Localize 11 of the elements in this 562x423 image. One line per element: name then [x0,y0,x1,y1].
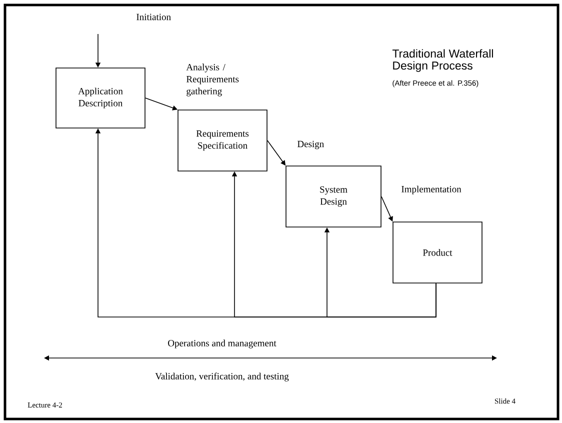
timeline-label: Validation, verification, and testing [155,372,289,382]
process-box: Product [392,222,482,284]
process-box: Requirements Specification [178,110,268,172]
edge-label: Initiation [136,14,171,20]
edge-label: Implementation [402,186,462,194]
process-label: Operations and management [168,340,276,348]
title: Traditional Waterfall Design Process [392,49,493,72]
process-box: System Design [286,166,382,228]
process-box: Application Description [56,68,146,128]
edge-label: Analysis / Requirements gathering [186,64,239,96]
edge-label: Design [297,140,324,150]
